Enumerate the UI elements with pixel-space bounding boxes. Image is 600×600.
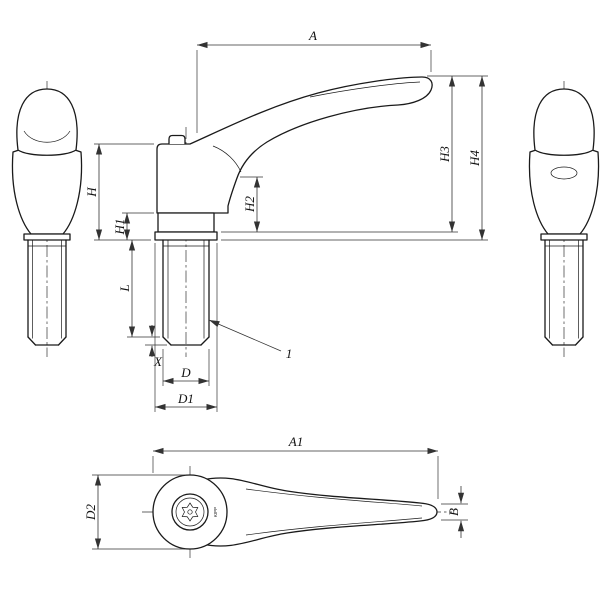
cap-outline [168, 134, 186, 145]
right-stud [544, 239, 584, 346]
dimension-D2: D2 [83, 474, 186, 550]
dim-label-D2: D2 [83, 504, 98, 521]
dimension-A1: A1 [152, 434, 439, 499]
callout-1: 1 [208, 319, 293, 361]
left-end-view [11, 81, 83, 357]
plan-view: KIPP [142, 466, 452, 558]
left-body-outline [11, 145, 83, 235]
screw-center-dot [187, 509, 193, 515]
right-collar [540, 233, 588, 241]
dim-label-B: B [446, 508, 461, 516]
dim-label-L: L [117, 284, 132, 292]
dimension-X: X [145, 325, 167, 369]
torx-recess [181, 502, 199, 522]
plan-handle-contour-bottom [245, 517, 423, 536]
dim-label-H2: H2 [242, 196, 257, 213]
screw-head-circle [171, 493, 209, 531]
leader-line [208, 319, 282, 352]
plan-handle-outline [201, 477, 438, 547]
dimension-B: B [441, 486, 468, 538]
arm-fillet-line [212, 145, 242, 173]
lever-body-outline [156, 76, 433, 214]
left-stud [27, 239, 67, 346]
grip-top-contour [309, 81, 421, 98]
dimension-D: D [162, 349, 210, 386]
chamfer-left [162, 336, 172, 346]
dim-label-A: A [308, 28, 317, 43]
dimension-D1: D1 [154, 243, 218, 412]
dim-label-A1: A1 [288, 434, 303, 449]
left-grip-contour [23, 130, 71, 143]
dimension-H2: H2 [221, 176, 458, 233]
dim-label-H3: H3 [437, 146, 452, 163]
right-body-outline [528, 145, 600, 235]
dimension-H: H [84, 143, 154, 241]
callout-label-1: 1 [286, 346, 293, 361]
kipp-logo: KIPP [213, 507, 218, 517]
left-grip-outline [16, 88, 78, 156]
hub-circle [152, 474, 228, 550]
bushing-outline [157, 212, 215, 233]
left-collar [23, 233, 71, 241]
dimension-A: A [196, 28, 432, 133]
dim-label-H4: H4 [467, 150, 482, 167]
dimension-H3: H3 [427, 75, 488, 232]
main-side-view [154, 76, 433, 357]
collar-outline [154, 231, 218, 241]
dim-label-D1: D1 [177, 391, 194, 406]
dim-label-D: D [180, 365, 191, 380]
dim-label-H: H [84, 187, 99, 198]
chamfer-right [200, 336, 210, 346]
dimension-L: L [117, 240, 160, 338]
dim-label-H1: H1 [112, 219, 127, 236]
right-end-view [528, 81, 600, 357]
plan-handle-contour-top [245, 488, 423, 507]
right-grip-hole [550, 166, 578, 180]
right-grip-outline [533, 88, 595, 156]
dimension-H1: H1 [112, 212, 154, 240]
screw-chamfer-circle [175, 497, 205, 527]
dimension-H4: H4 [221, 76, 488, 241]
dim-label-X: X [153, 354, 163, 369]
